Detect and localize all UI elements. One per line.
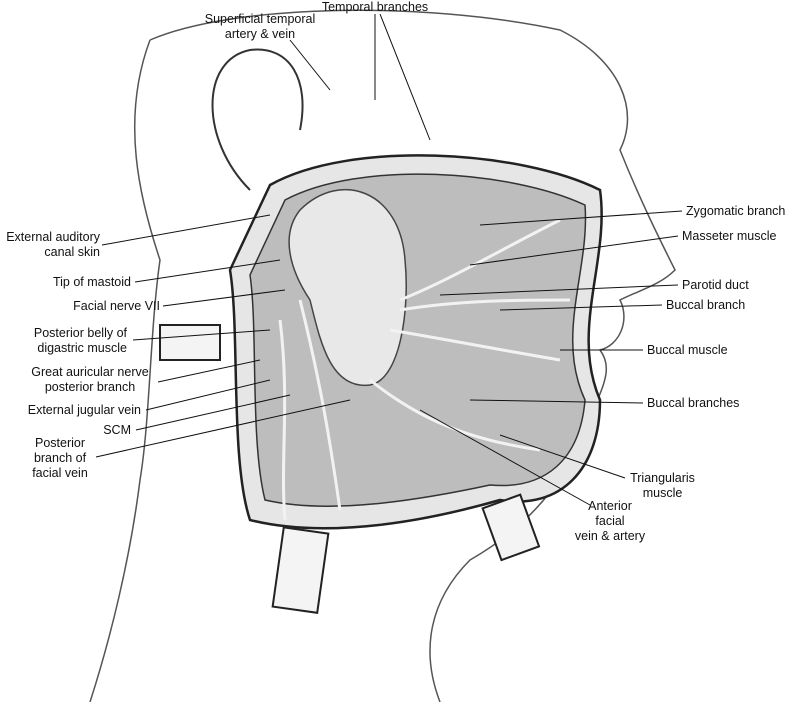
label-scm: SCM: [103, 423, 131, 437]
retractor-bottom-right: [481, 493, 541, 562]
label-posterior-facial-2: branch of: [33, 451, 87, 465]
label-anterior-facial-1: Anterior: [588, 499, 632, 513]
retractor-left: [159, 324, 221, 361]
label-buccal-branches: Buccal branches: [647, 396, 740, 410]
parotid-gland: [288, 188, 407, 386]
label-triangularis-2: muscle: [642, 486, 683, 500]
label-anterior-facial-2: facial: [595, 514, 625, 528]
label-posterior-facial-1: Posterior: [34, 436, 86, 450]
retractor-bottom-left: [271, 526, 330, 614]
leader-lines: [95, 13, 683, 506]
label-posterior-facial-3: facial vein: [32, 466, 88, 480]
label-parotid-duct: Parotid duct: [682, 278, 749, 292]
label-temporal-branches: Temporal branches: [321, 0, 429, 14]
label-superficial-temporal-2: artery & vein: [224, 27, 296, 41]
label-buccal-branch: Buccal branch: [666, 298, 746, 312]
label-buccal-muscle: Buccal muscle: [647, 343, 728, 357]
label-digastric-1: Posterior belly of: [33, 326, 127, 340]
label-great-auricular-2: posterior branch: [44, 380, 136, 394]
ear: [211, 48, 304, 191]
label-superficial-temporal-1: Superficial temporal: [204, 12, 316, 26]
label-external-jugular: External jugular vein: [27, 403, 141, 417]
label-facial-nerve: Facial nerve VII: [73, 299, 160, 313]
label-masseter-muscle: Masseter muscle: [682, 229, 777, 243]
label-tip-of-mastoid: Tip of mastoid: [52, 275, 131, 289]
label-external-auditory-1: External auditory: [6, 230, 100, 244]
label-anterior-facial-3: vein & artery: [574, 529, 646, 543]
label-great-auricular-1: Great auricular nerve: [31, 365, 149, 379]
label-zygomatic-branch: Zygomatic branch: [686, 204, 786, 218]
label-digastric-2: digastric muscle: [37, 341, 127, 355]
label-triangularis-1: Triangularis: [630, 471, 695, 485]
label-external-auditory-2: canal skin: [44, 245, 100, 259]
